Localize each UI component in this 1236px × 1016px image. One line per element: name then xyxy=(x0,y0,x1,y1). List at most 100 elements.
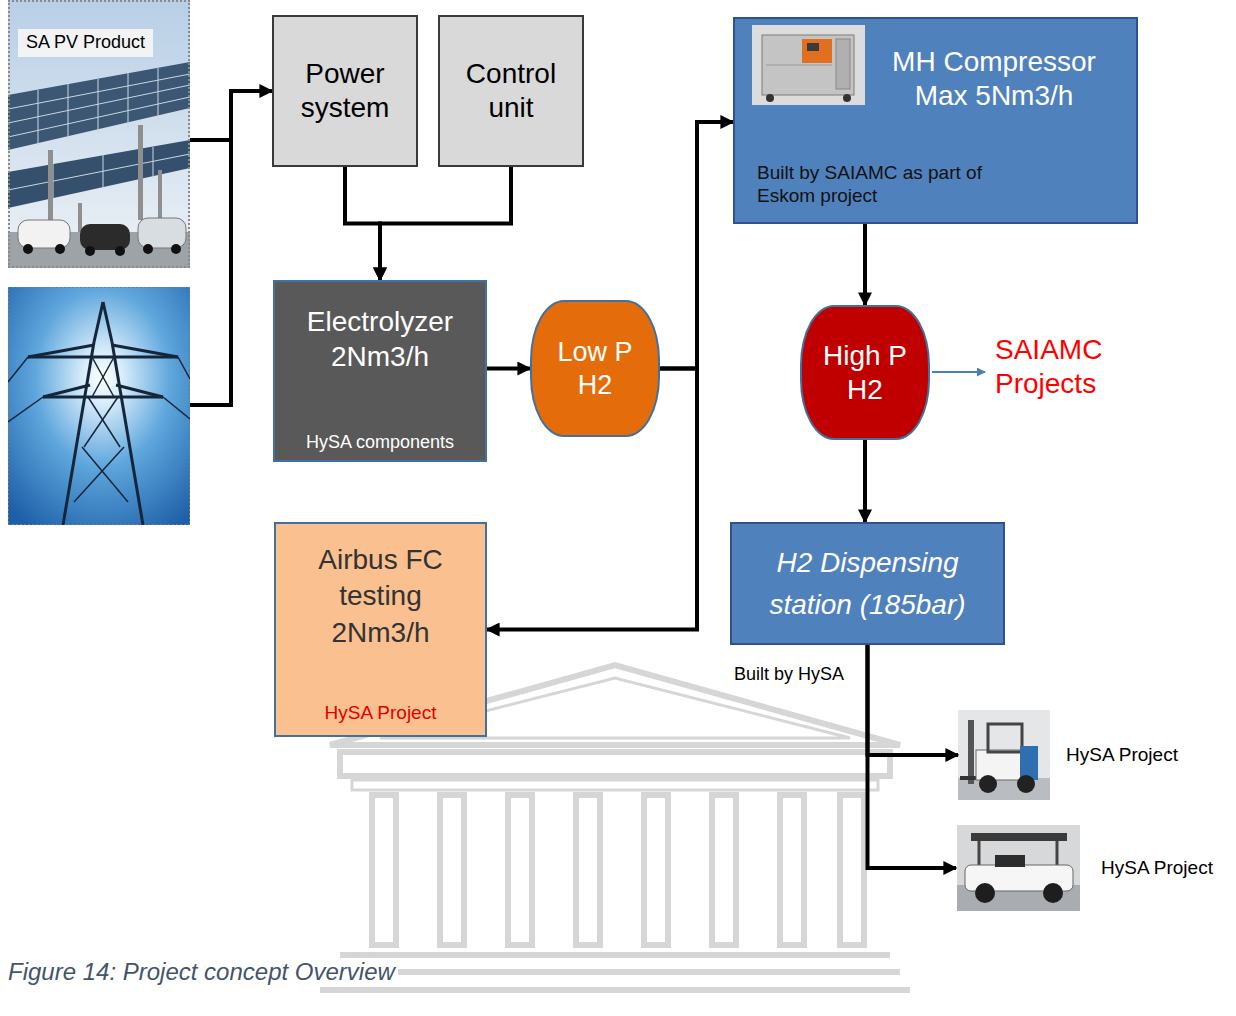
grid-photo-part xyxy=(103,302,112,342)
compressor-photo-part xyxy=(766,94,774,102)
watermark-part xyxy=(712,795,736,945)
compressor-photo-part xyxy=(836,39,850,89)
grid-photo-part xyxy=(8,287,190,525)
compressor-photo-part xyxy=(843,94,851,102)
pv-photo-part xyxy=(143,244,153,254)
grid-photo-part xyxy=(178,357,190,379)
compressor-photo-part xyxy=(752,25,865,105)
grid-photo-part xyxy=(8,357,190,502)
watermark-part xyxy=(508,795,532,945)
cart-photo-part xyxy=(971,833,1067,841)
flow-connector xyxy=(487,367,530,371)
watermark-part xyxy=(352,780,878,790)
node-title: Low P H2 xyxy=(545,336,645,401)
cart-photo-part xyxy=(995,855,1025,867)
grid-photo-part xyxy=(28,345,94,357)
watermark-part xyxy=(644,795,668,945)
cart-photo-part xyxy=(1043,883,1063,903)
watermark-part xyxy=(840,795,864,945)
pv-photo-part xyxy=(8,62,190,150)
node-title: HySA Project xyxy=(1101,857,1213,880)
callout-label: SAIAMC Projects xyxy=(995,333,1135,400)
grid-photo-part xyxy=(92,357,114,397)
node-title: Airbus FC testing 2Nm3/h xyxy=(291,542,471,651)
forklift-photo-part xyxy=(968,720,974,784)
leader-arrow xyxy=(932,371,985,373)
pv-photo-part xyxy=(98,79,99,133)
pv-photo-part xyxy=(8,154,190,190)
grid-photo-part xyxy=(74,447,124,502)
grid-photo-part xyxy=(8,357,28,382)
forklift-photo xyxy=(958,710,1050,800)
pv-photo-part xyxy=(8,68,190,145)
forklift-photo-part xyxy=(979,775,997,793)
grid-photo-part xyxy=(82,447,128,502)
pv-photo-part xyxy=(8,97,190,137)
pv-photo-part xyxy=(8,140,190,208)
compressor-photo xyxy=(752,25,865,105)
pv-photo-part xyxy=(171,244,181,254)
grid-photo xyxy=(8,287,190,525)
pv-photo-part xyxy=(48,125,162,233)
grid-photo-part xyxy=(8,397,43,422)
compressor-photo-part xyxy=(807,43,819,51)
watermark-part xyxy=(576,795,600,945)
pv-photo-part xyxy=(18,220,70,248)
grid-photo-part xyxy=(88,397,120,447)
process-box: Control unit xyxy=(438,15,584,167)
watermark-part xyxy=(780,795,804,945)
grid-photo-part xyxy=(28,356,178,359)
pv-photo-part xyxy=(78,203,82,233)
flow-connector xyxy=(190,91,272,140)
pv-photo-part xyxy=(55,244,65,254)
process-box: Power system xyxy=(272,15,418,167)
grid-photo-part xyxy=(84,397,118,447)
photo-box: SA PV Product xyxy=(8,0,190,268)
node-title: SA PV Product xyxy=(18,29,153,57)
forklift-photo-part xyxy=(988,724,1022,752)
grid-photo-part xyxy=(94,302,103,342)
pv-photo-part xyxy=(85,246,95,256)
storage-tank: High P H2 xyxy=(800,305,930,440)
forklift-photo-part xyxy=(958,710,1050,800)
grid-photo-part xyxy=(112,345,178,357)
grid-photo-part xyxy=(43,385,90,397)
pv-photo-part xyxy=(153,147,154,178)
flow-connector xyxy=(345,167,380,280)
grid-photo-part xyxy=(116,385,163,397)
flow-connector xyxy=(380,167,511,280)
watermark-part xyxy=(330,969,900,975)
figure-caption: Figure 14: Project concept Overview xyxy=(8,958,398,987)
grid-photo-part xyxy=(163,397,190,419)
pv-photo-part xyxy=(38,90,39,145)
cart-photo-part xyxy=(957,825,1080,911)
compressor-photo-part xyxy=(802,39,832,63)
node-title: HySA Project xyxy=(1066,744,1178,767)
flow-connector xyxy=(868,645,959,755)
forklift-photo-part xyxy=(1017,775,1035,793)
flow-connector xyxy=(868,645,957,868)
cart-photo-part xyxy=(975,883,995,903)
grid-photo-part xyxy=(112,342,143,525)
process-box: Electrolyzer 2Nm3/hHySA components xyxy=(273,280,487,462)
watermark-part xyxy=(372,795,396,945)
node-note: HySA components xyxy=(306,432,454,454)
pv-photo-part xyxy=(8,0,190,268)
pv-photo-part xyxy=(158,68,159,122)
node-title: MH Compressor Max 5Nm3/h xyxy=(879,45,1109,112)
pv-photo-part xyxy=(128,73,129,128)
vehicle-photo-box: HySA Project xyxy=(956,823,1228,913)
node-title: Power system xyxy=(280,57,410,124)
watermark-part xyxy=(320,665,910,990)
flow-connector xyxy=(660,122,733,369)
pv-photo-part xyxy=(138,218,186,248)
grid-wire xyxy=(190,140,231,405)
storage-tank: Low P H2 xyxy=(530,300,660,437)
node-note: HySA Project xyxy=(325,702,437,725)
node-title: Control unit xyxy=(446,57,576,124)
grid-photo-part xyxy=(28,302,178,525)
flow-connector xyxy=(863,224,867,305)
watermark-part xyxy=(340,952,890,958)
watermark-part xyxy=(440,795,464,945)
